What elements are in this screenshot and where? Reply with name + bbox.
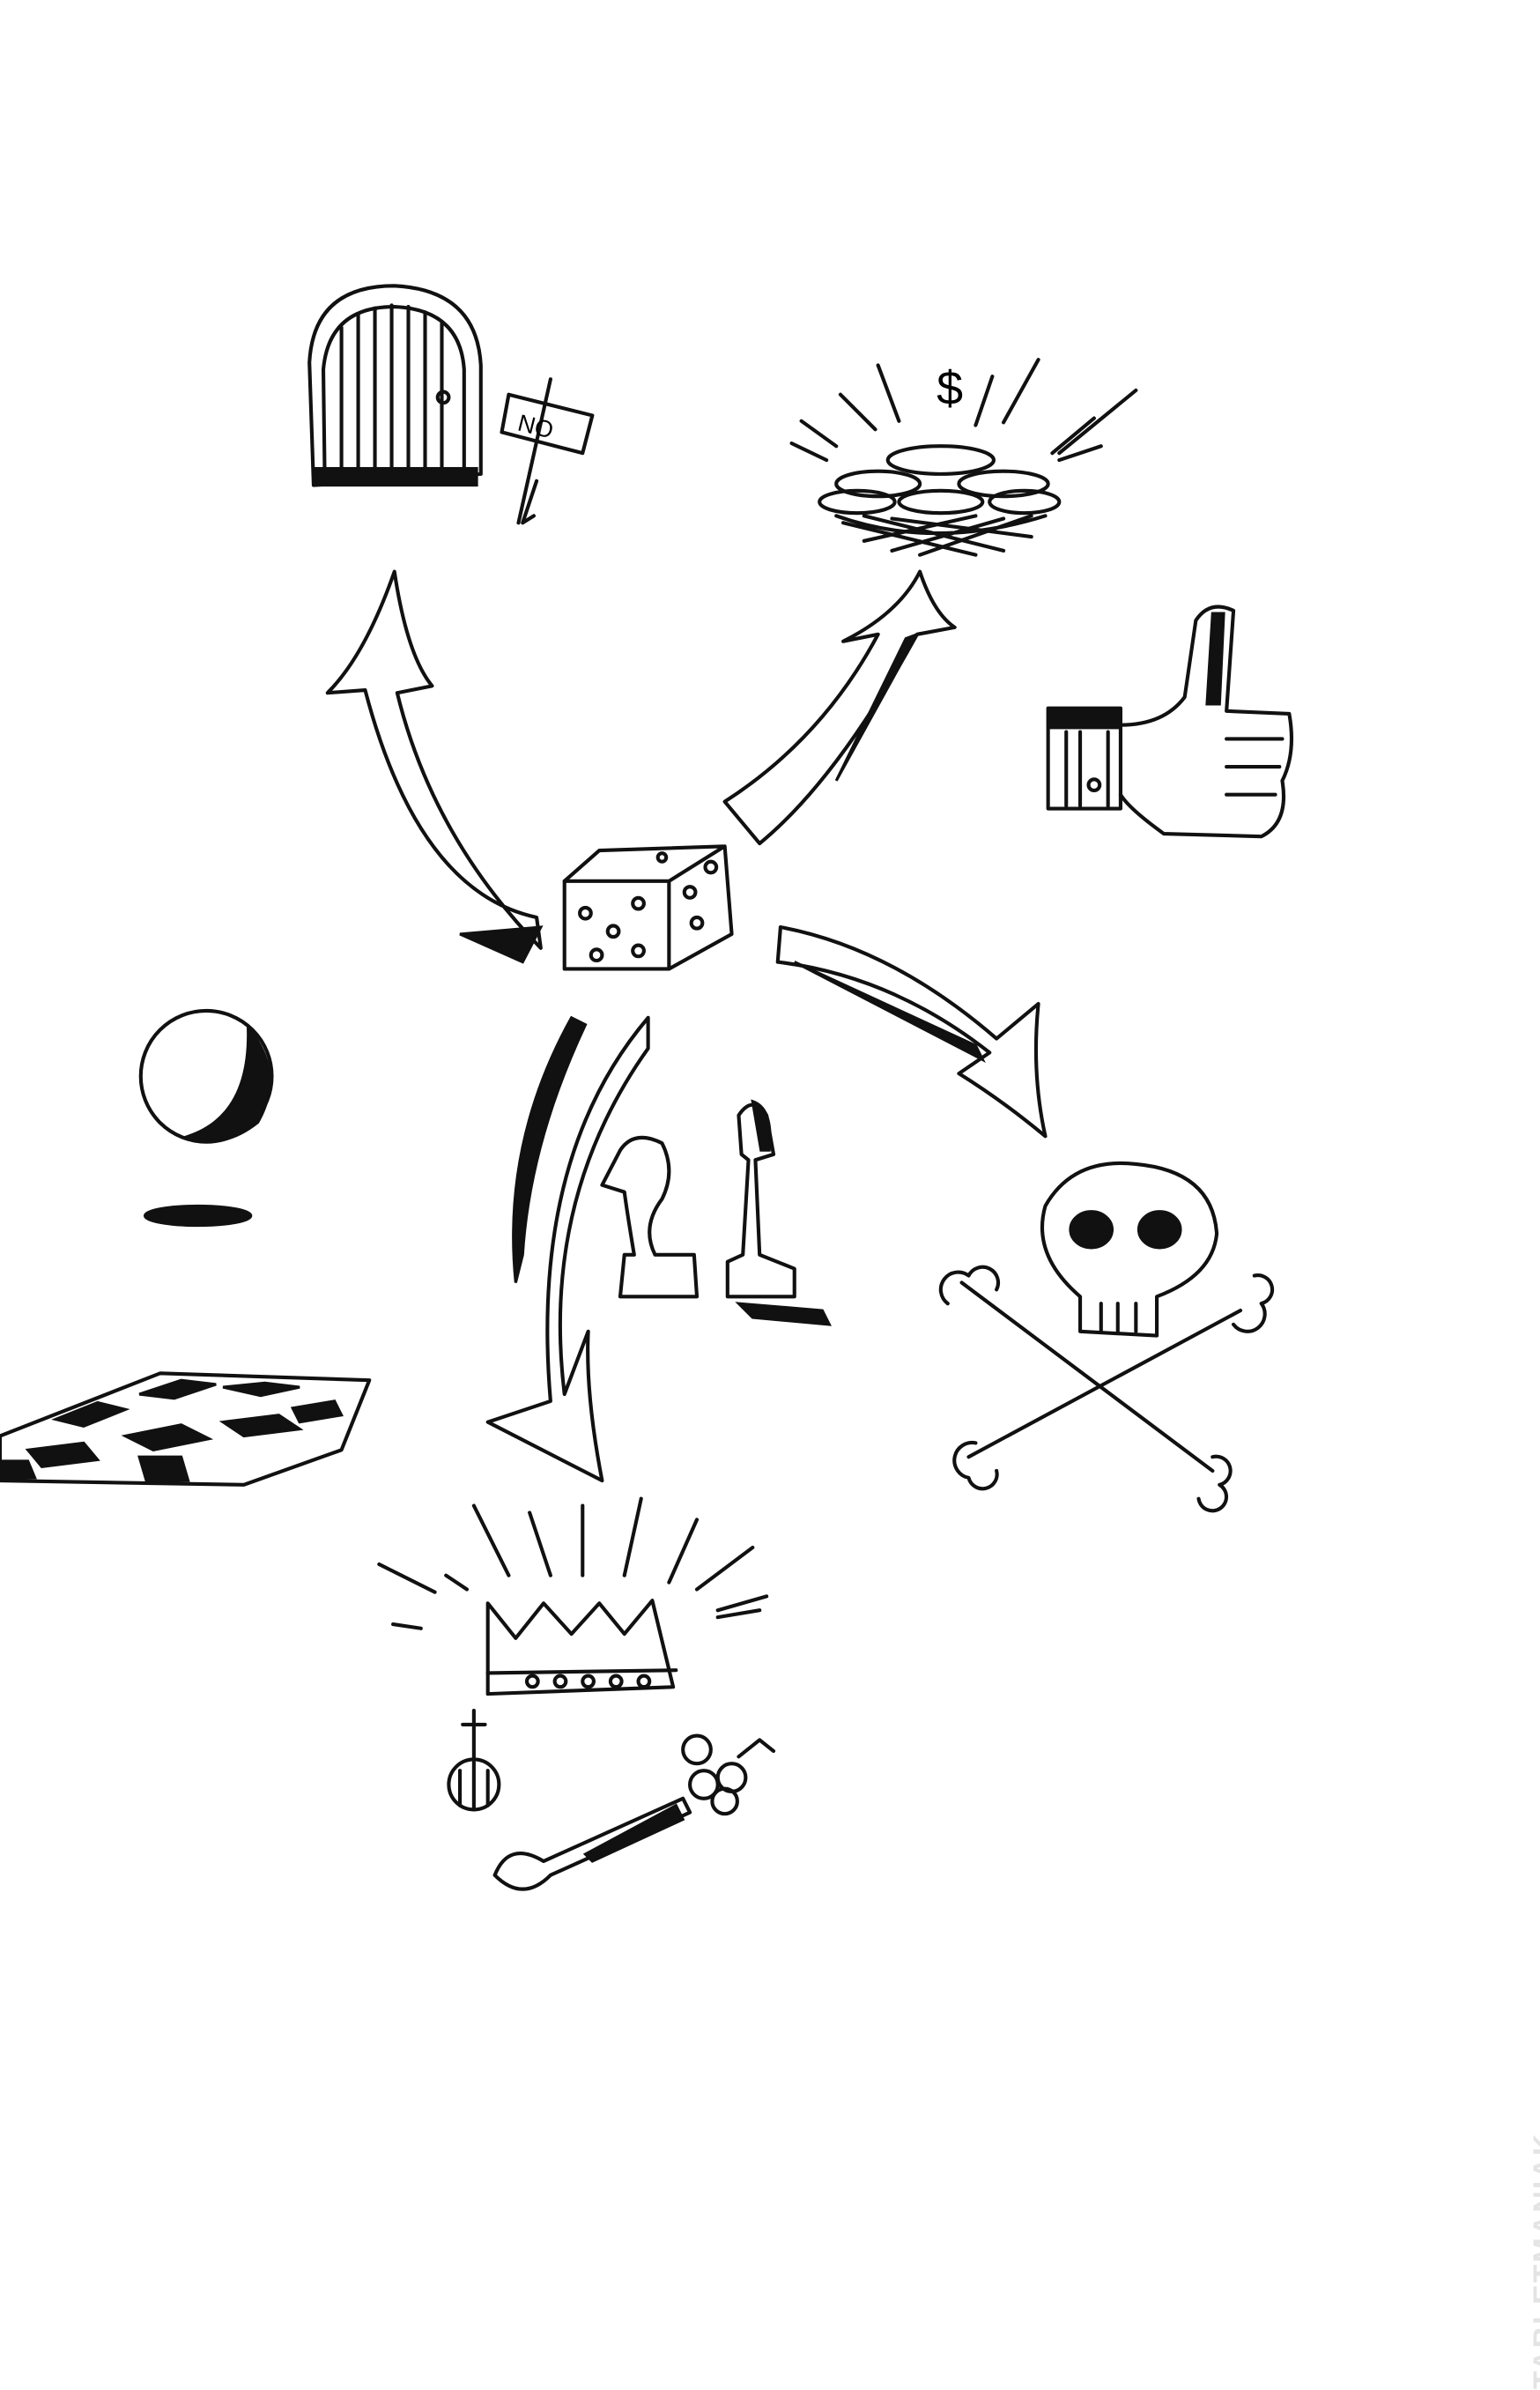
skull-drawing — [938, 1162, 1275, 1513]
arrow-to-door — [325, 569, 544, 964]
no-sign-drawing: NO — [500, 377, 595, 525]
door-drawing — [307, 284, 483, 487]
crown-drawing — [377, 1496, 776, 1891]
watermark-text: TABLETMANIAK — [1528, 2133, 1540, 2390]
sketch-canvas: NO $ — [0, 284, 1294, 1891]
chess-pieces-drawing — [600, 1099, 832, 1326]
coins-drawing: $ — [789, 358, 1138, 557]
dollar-sign-text: $ — [937, 362, 963, 415]
arrow-to-crown — [485, 1015, 650, 1483]
dice-drawing — [562, 844, 734, 971]
checkerboard-drawing — [0, 1371, 372, 1487]
arrow-to-coins — [722, 569, 957, 846]
ball-drawing — [138, 1008, 274, 1228]
arrow-to-skull — [775, 924, 1048, 1139]
thumbs-up-drawing — [1046, 605, 1294, 839]
